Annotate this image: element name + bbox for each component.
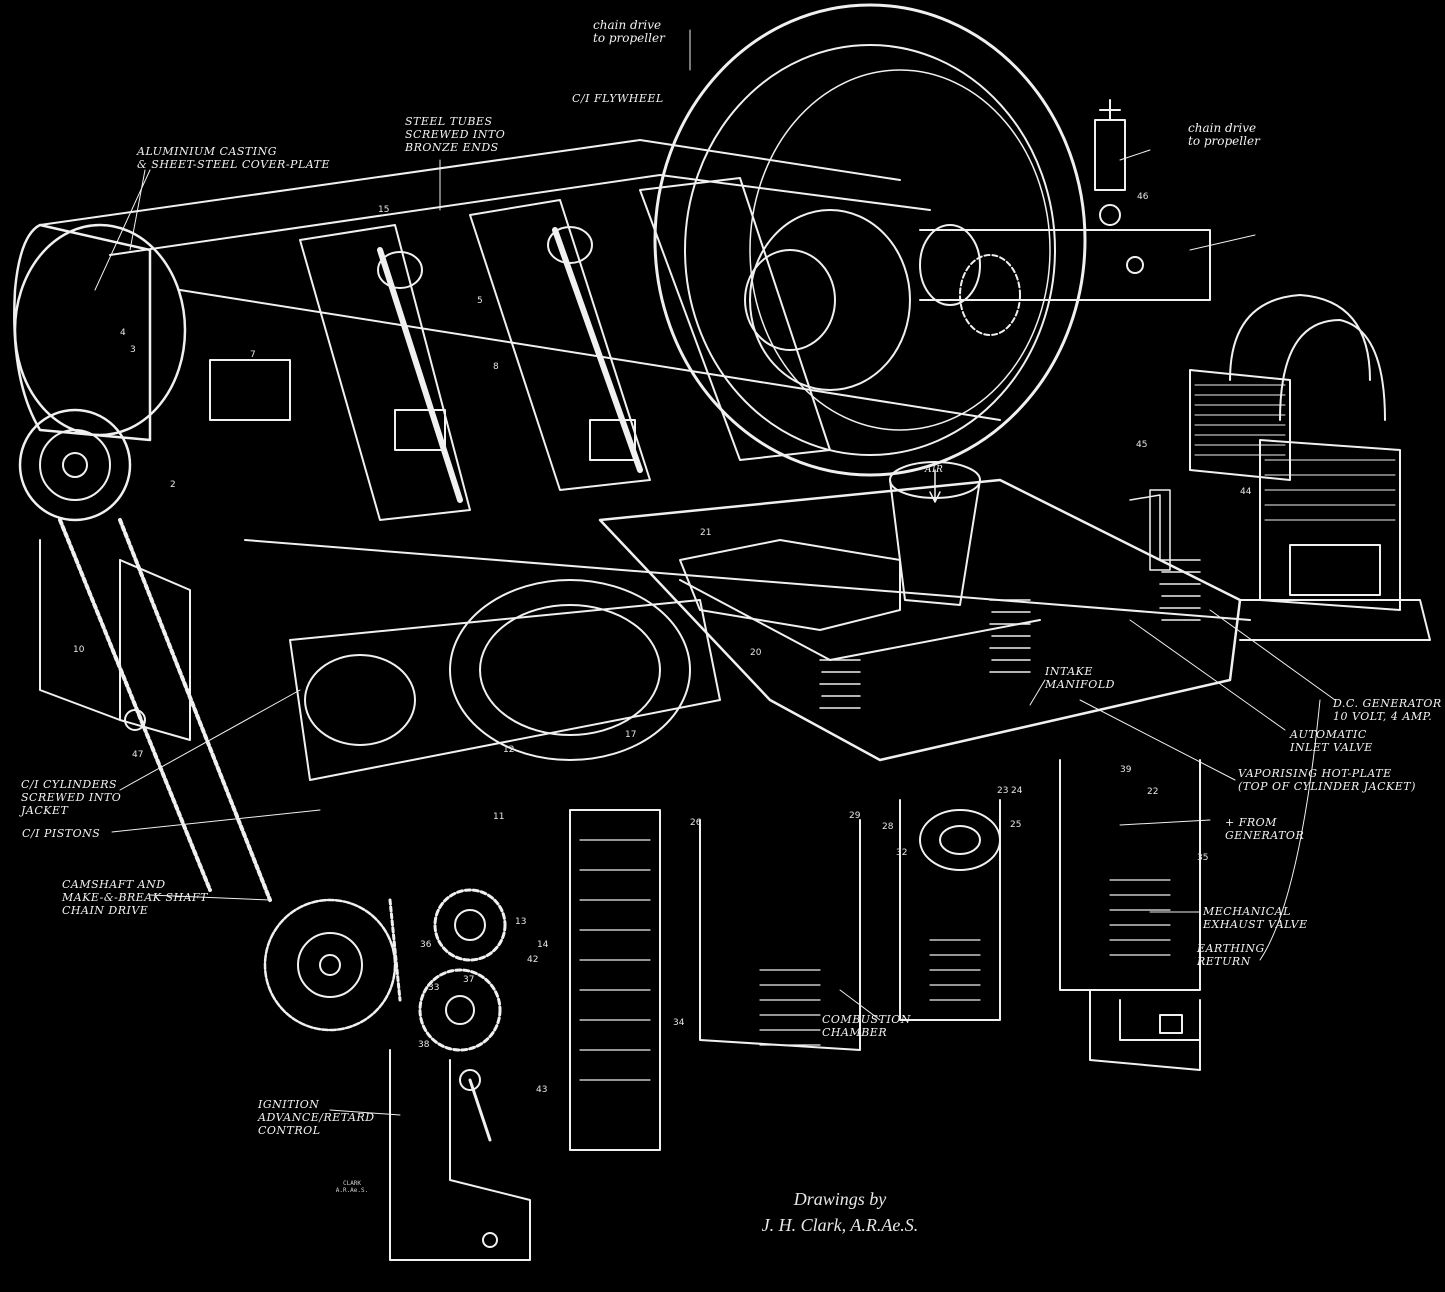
part-number: 25 bbox=[1010, 820, 1022, 830]
label-chain-drive-right: chain drive to propeller bbox=[1188, 121, 1260, 148]
part-number: 32 bbox=[896, 848, 908, 858]
part-number: 29 bbox=[849, 811, 861, 821]
part-number: 37 bbox=[463, 975, 475, 985]
left-stand bbox=[39, 539, 191, 741]
dc-generator bbox=[1189, 294, 1431, 641]
part-number: 42 bbox=[527, 955, 539, 965]
part-number: 22 bbox=[1147, 787, 1159, 797]
part-number: 36 bbox=[420, 940, 432, 950]
part-number: 24 bbox=[1011, 786, 1023, 796]
label-vaporising-hot-plate: VAPORISING HOT-PLATE (TOP OF CYLINDER JA… bbox=[1238, 767, 1416, 793]
part-number: 28 bbox=[882, 822, 894, 832]
label-intake-manifold: INTAKE MANIFOLD bbox=[1045, 665, 1115, 691]
label-dc-generator: D.C. GENERATOR 10 VOLT, 4 AMP. bbox=[1333, 697, 1442, 723]
crank-bays bbox=[209, 177, 836, 521]
label-flywheel: C/I FLYWHEEL bbox=[572, 92, 664, 105]
part-number: 8 bbox=[493, 362, 499, 372]
part-number: 46 bbox=[1137, 192, 1149, 202]
part-number: 15 bbox=[378, 205, 390, 215]
flywheel bbox=[653, 3, 1087, 477]
chain-drive bbox=[18, 408, 402, 1032]
part-number: 2 bbox=[170, 480, 176, 490]
part-number: 7 bbox=[250, 350, 256, 360]
part-number: 4 bbox=[120, 328, 126, 338]
label-from-generator: + FROM GENERATOR bbox=[1225, 816, 1305, 842]
part-number: 47 bbox=[132, 750, 144, 760]
label-ignition: IGNITION ADVANCE/RETARD CONTROL bbox=[258, 1098, 375, 1137]
right-stand bbox=[1089, 989, 1201, 1071]
valve-springs bbox=[819, 489, 1201, 709]
drawing-credit: Drawings by J. H. Clark, A.R.Ae.S. bbox=[670, 1186, 1010, 1238]
part-number: 26 bbox=[690, 818, 702, 828]
part-number: 10 bbox=[73, 645, 85, 655]
front-stand bbox=[389, 1049, 531, 1261]
label-pistons: C/I PISTONS bbox=[22, 827, 101, 840]
part-number: 23 bbox=[997, 786, 1009, 796]
aluminium-casing bbox=[13, 139, 1251, 621]
part-number: 35 bbox=[1197, 853, 1209, 863]
part-number: 11 bbox=[493, 812, 505, 822]
part-number: 12 bbox=[503, 745, 515, 755]
part-number: 20 bbox=[750, 648, 762, 658]
part-number: 3 bbox=[130, 345, 136, 355]
label-automatic-inlet-valve: AUTOMATIC INLET VALVE bbox=[1290, 728, 1373, 754]
part-number: 33 bbox=[428, 983, 440, 993]
label-chain-drive-top: chain drive to propeller bbox=[593, 18, 665, 45]
part-number: 43 bbox=[536, 1085, 548, 1095]
part-number: 38 bbox=[418, 1040, 430, 1050]
part-number: 13 bbox=[515, 917, 527, 927]
timing-gears bbox=[418, 888, 507, 1052]
label-earthing-return: EARTHING RETURN bbox=[1197, 942, 1265, 968]
part-number: 34 bbox=[673, 1018, 685, 1028]
label-combustion-chamber: COMBUSTION CHAMBER bbox=[822, 1013, 911, 1039]
part-number: 5 bbox=[477, 296, 483, 306]
label-aluminium-casting: ALUMINIUM CASTING & SHEET-STEEL COVER-PL… bbox=[137, 145, 330, 171]
part-number: 44 bbox=[1240, 487, 1252, 497]
credit-line-2: J. H. Clark, A.R.Ae.S. bbox=[761, 1215, 919, 1235]
part-number: 21 bbox=[700, 528, 712, 538]
propeller-shaft bbox=[919, 99, 1211, 336]
part-number: 17 bbox=[625, 730, 637, 740]
credit-line-1: Drawings by bbox=[793, 1189, 887, 1209]
artist-signature: CLARK A.R.Ae.S. bbox=[335, 1180, 369, 1194]
leader-lines bbox=[94, 29, 1336, 1116]
label-air: AIR bbox=[925, 465, 944, 475]
part-number: 14 bbox=[537, 940, 549, 950]
cylinder-bank bbox=[289, 579, 1201, 1151]
label-camshaft: CAMSHAFT AND MAKE-&-BREAK SHAFT CHAIN DR… bbox=[62, 878, 208, 917]
part-number: 45 bbox=[1136, 440, 1148, 450]
label-steel-tubes: STEEL TUBES SCREWED INTO BRONZE ENDS bbox=[405, 115, 506, 154]
label-cylinders: C/I CYLINDERS SCREWED INTO JACKET bbox=[21, 778, 122, 817]
label-mechanical-exhaust-valve: MECHANICAL EXHAUST VALVE bbox=[1203, 905, 1308, 931]
part-number: 39 bbox=[1120, 765, 1132, 775]
